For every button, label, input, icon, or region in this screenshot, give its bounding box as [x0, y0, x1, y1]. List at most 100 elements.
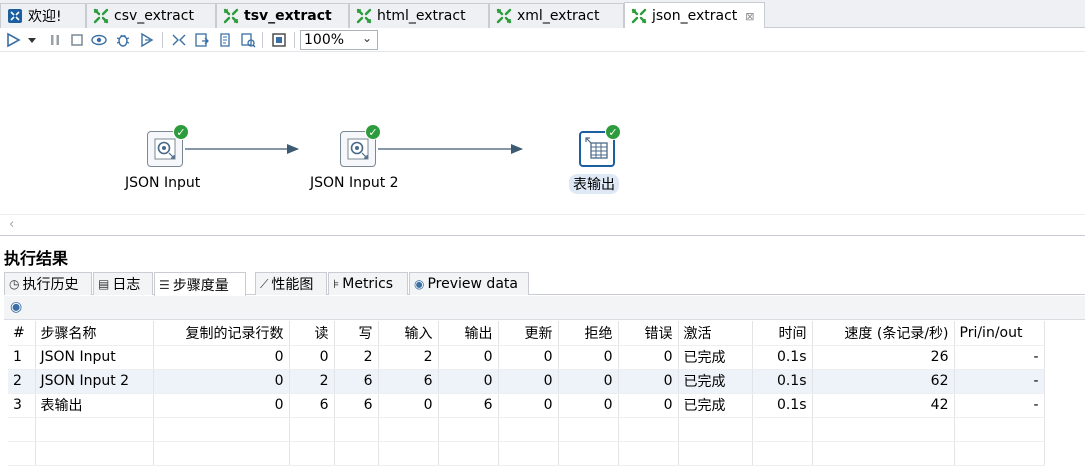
show-results-icon[interactable] [270, 31, 288, 49]
table-cell-empty [618, 417, 679, 442]
column-header[interactable]: Pri/in/out [954, 321, 1045, 346]
impact-icon[interactable] [193, 31, 211, 49]
table-cell-empty [153, 417, 290, 442]
tab-label: 执行历史 [22, 277, 79, 293]
table-cell-empty [153, 441, 290, 466]
table-cell: 0 [498, 345, 559, 370]
table-cell: 2 [334, 345, 379, 370]
table-cell-empty [954, 441, 1045, 466]
tab-label: tsv_extract [244, 8, 332, 24]
table-cell: 0 [558, 369, 619, 394]
table-output-icon [585, 137, 608, 159]
tab-tsv-extract[interactable]: tsv_extract [216, 3, 349, 28]
column-header[interactable]: 时间 [752, 321, 813, 346]
table-cell: 已完成 [678, 369, 753, 394]
panel-divider [0, 235, 1085, 236]
tab-metrics[interactable]: ⊧ Metrics [328, 272, 408, 295]
column-header[interactable]: 更新 [498, 321, 559, 346]
step-json-input[interactable] [147, 131, 183, 167]
performance-chart-icon: ⟋ [260, 276, 269, 291]
table-cell-empty [438, 417, 499, 442]
table-cell-empty [618, 441, 679, 466]
pause-icon[interactable] [46, 31, 64, 49]
table-cell-empty [8, 441, 36, 466]
results-toolbar: ◉ [4, 296, 1085, 320]
table-cell-empty [35, 441, 154, 466]
tab-step-metrics[interactable]: ☰ 步骤度量 [154, 272, 246, 296]
hops-layer [185, 144, 523, 154]
column-header[interactable]: 错误 [618, 321, 679, 346]
welcome-icon [7, 8, 23, 24]
table-cell: 6 [334, 369, 379, 394]
explore-db-icon[interactable] [239, 31, 257, 49]
tab-label: 步骤度量 [172, 277, 229, 294]
table-cell-empty [378, 441, 439, 466]
json-input-icon [154, 138, 176, 160]
run-icon[interactable] [4, 31, 22, 49]
tab-[interactable]: 欢迎! [0, 3, 86, 28]
run-dropdown-icon[interactable] [26, 31, 38, 49]
column-header[interactable]: # [8, 321, 36, 346]
table-cell: 0 [438, 369, 499, 394]
stop-icon[interactable] [68, 31, 86, 49]
table-cell-empty [558, 441, 619, 466]
zoom-select[interactable]: 100% ⌄ [300, 30, 378, 50]
verify-icon[interactable] [170, 31, 188, 49]
tab-preview-data[interactable]: ◉ Preview data [409, 272, 529, 295]
column-header[interactable]: 输出 [438, 321, 499, 346]
metrics-list-icon: ☰ [159, 277, 170, 292]
column-header[interactable]: 写 [334, 321, 379, 346]
table-cell-empty [334, 441, 379, 466]
column-header[interactable]: 读 [289, 321, 335, 346]
results-tab-bar: ◷ 执行历史 ▤ 日志 ☰ 步骤度量 ⟋ 性能图 ⊧ Metrics ◉ Pre… [4, 272, 1085, 296]
tab-execution-history[interactable]: ◷ 执行历史 [4, 272, 92, 295]
column-header[interactable]: 激活 [678, 321, 753, 346]
column-header[interactable]: 复制的记录行数 [153, 321, 290, 346]
tab-html-extract[interactable]: html_extract [349, 3, 489, 28]
tab-performance-chart[interactable]: ⟋ 性能图 [255, 272, 327, 295]
replay-icon[interactable] [138, 31, 156, 49]
step-label: JSON Input 2 [310, 175, 399, 191]
sql-icon[interactable] [216, 31, 234, 49]
table-cell: 0 [153, 393, 290, 418]
success-check-icon: ✓ [605, 124, 621, 140]
close-icon[interactable]: ⊠ [745, 9, 755, 23]
table-cell: 6 [378, 369, 439, 394]
table-row-empty [8, 441, 1045, 466]
column-header[interactable]: 输入 [378, 321, 439, 346]
table-cell-empty [438, 441, 499, 466]
transformation-canvas[interactable]: ✓ JSON Input ✓ JSON Input 2 ✓ 表输出 [0, 52, 1085, 234]
table-cell-empty [498, 441, 559, 466]
json-input-icon [347, 138, 369, 160]
table-cell: 2 [378, 345, 439, 370]
tab-label: html_extract [377, 8, 466, 24]
tab-json-extract[interactable]: json_extract ⊠ [624, 2, 765, 29]
tab-csv-extract[interactable]: csv_extract [86, 3, 216, 28]
table-row-empty [8, 417, 1045, 442]
tab-log[interactable]: ▤ 日志 [93, 272, 153, 295]
step-label: 表输出 [569, 174, 619, 194]
table-cell: - [954, 369, 1045, 394]
zoom-value: 100% [304, 32, 345, 48]
debug-icon[interactable] [114, 31, 132, 49]
column-header[interactable]: 步骤名称 [35, 321, 154, 346]
canvas-horizontal-scrollbar[interactable]: ‹ [0, 214, 1085, 234]
preview-icon[interactable] [90, 31, 108, 49]
table-cell-empty [289, 417, 335, 442]
table-cell: 0 [498, 369, 559, 394]
tab-label: 日志 [112, 277, 141, 293]
table-cell: JSON Input 2 [35, 369, 154, 394]
success-check-icon: ✓ [173, 124, 189, 140]
column-header[interactable]: 拒绝 [558, 321, 619, 346]
tab-label: json_extract [652, 8, 738, 24]
table-cell: - [954, 345, 1045, 370]
tab-xml-extract[interactable]: xml_extract [489, 3, 624, 28]
table-cell: 0 [558, 345, 619, 370]
show-eye-icon[interactable]: ◉ [10, 299, 23, 315]
scroll-left-icon[interactable]: ‹ [9, 217, 15, 232]
table-cell-empty [378, 417, 439, 442]
column-header[interactable]: 速度 (条记录/秒) [812, 321, 955, 346]
